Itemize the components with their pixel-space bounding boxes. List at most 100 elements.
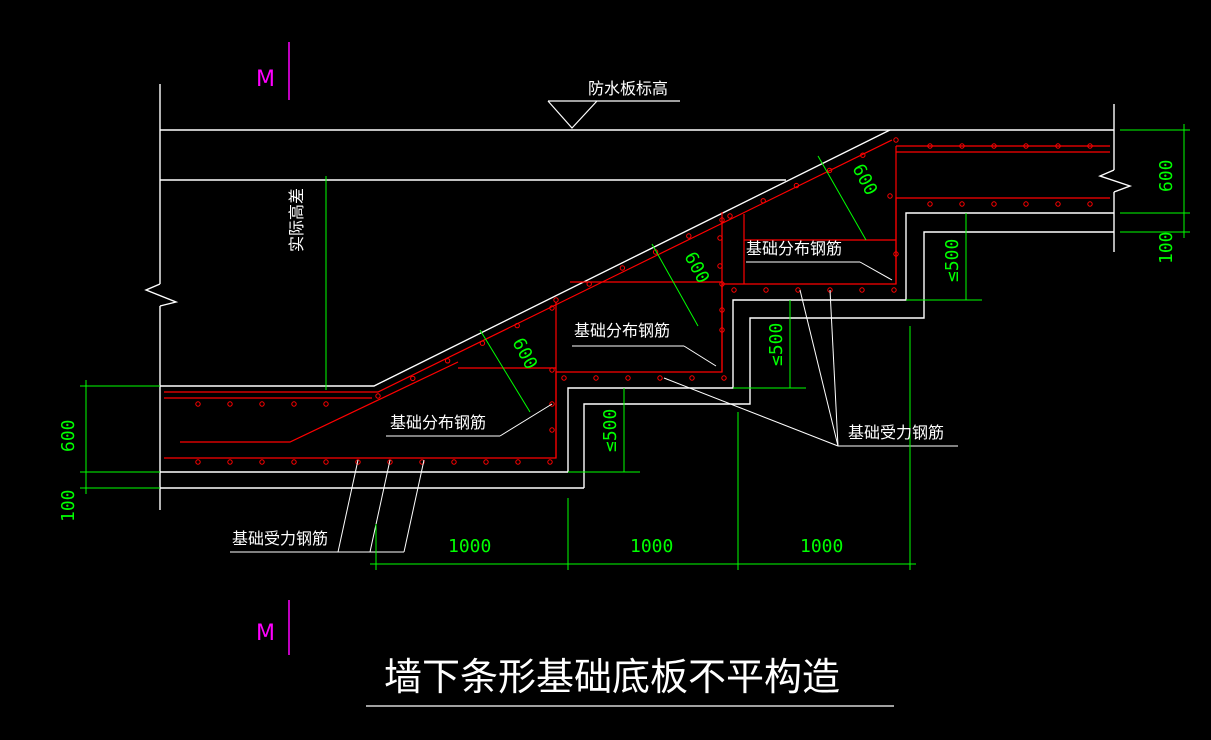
rebar-dot xyxy=(549,401,555,407)
concrete-outline xyxy=(144,84,1133,510)
label-distribution-rebar-1: 基础分布钢筋 xyxy=(390,413,486,432)
rebar-dot xyxy=(859,287,865,293)
dim-slope-600-b: 600 xyxy=(680,248,714,287)
rebar-dot xyxy=(549,305,555,311)
rebar-dot xyxy=(586,281,592,287)
rebar-dot xyxy=(259,459,265,465)
rebar-dot xyxy=(355,459,361,465)
rebar-dot xyxy=(549,427,555,433)
rebar-dot xyxy=(323,459,329,465)
label-distribution-rebar-2: 基础分布钢筋 xyxy=(574,321,670,340)
rebar-dot xyxy=(323,401,329,407)
rebar-dots xyxy=(195,137,1093,465)
rebar-dot xyxy=(717,235,723,241)
svg-text:墙下条形基础底板不平构造: 墙下条形基础底板不平构造 xyxy=(384,655,840,699)
rebar-dot xyxy=(1055,143,1061,149)
rebar-dot xyxy=(731,287,737,293)
rebar-dot xyxy=(763,287,769,293)
rebar-dot xyxy=(549,367,555,373)
rebar-dot xyxy=(291,401,297,407)
label-stressed-rebar-right: 基础受力钢筋 xyxy=(848,423,944,442)
rebar-dot xyxy=(891,287,897,293)
rebar-dot xyxy=(727,213,733,219)
rebar-dot xyxy=(719,217,725,223)
rebar-dot xyxy=(686,233,692,239)
rebar-dot xyxy=(593,375,599,381)
dim-span-2: 1000 xyxy=(630,536,673,557)
rebar-dot xyxy=(717,263,723,269)
rebar-dot xyxy=(959,143,965,149)
rebar-dot xyxy=(483,459,489,465)
rebar-dot xyxy=(259,401,265,407)
rebar-dot xyxy=(410,375,416,382)
rebar-dot xyxy=(991,143,997,149)
leader-lines xyxy=(230,261,958,553)
dim-slope-600-c: 600 xyxy=(848,160,882,199)
rebar-dot xyxy=(860,152,866,158)
svg-text:M: M xyxy=(256,67,275,92)
dim-step-500-b: ≤500 xyxy=(766,323,787,366)
rebar-dot xyxy=(553,297,559,303)
rebar-dot xyxy=(959,201,965,207)
rebar-dot xyxy=(719,307,725,313)
rebar-dot xyxy=(893,251,899,257)
rebar-dot xyxy=(227,459,233,465)
dimension-lines xyxy=(80,124,1190,570)
rebar-dot xyxy=(515,459,521,465)
rebar-dot xyxy=(760,198,766,204)
dim-right-600: 600 xyxy=(1156,159,1177,192)
svg-text:M: M xyxy=(256,621,275,646)
rebar-dot xyxy=(619,265,626,271)
rebar-dot xyxy=(451,459,457,465)
rebar-dot xyxy=(1087,201,1093,207)
height-difference-label: 实际高差 xyxy=(287,188,306,252)
rebar-dot xyxy=(795,287,801,293)
drawing-title: 墙下条形基础底板不平构造 xyxy=(366,655,894,707)
rebar-dot xyxy=(721,375,727,381)
rebar-dot xyxy=(547,459,553,465)
dim-step-500-a: ≤500 xyxy=(600,409,621,452)
rebar-dot xyxy=(793,182,800,189)
rebar-dot xyxy=(719,327,725,333)
waterproof-level-marker: 防水板标高 xyxy=(547,79,680,129)
rebar-dot xyxy=(479,340,486,346)
rebar-dot xyxy=(1023,201,1029,207)
label-distribution-rebar-3: 基础分布钢筋 xyxy=(746,239,842,258)
rebar-dot xyxy=(719,281,725,287)
rebar-dot xyxy=(387,459,393,465)
dim-left-100: 100 xyxy=(58,489,79,522)
dim-span-3: 1000 xyxy=(800,536,843,557)
rebar-dot xyxy=(195,459,201,465)
rebar-dot xyxy=(561,375,567,381)
rebar-dot xyxy=(291,459,297,465)
rebar-dot xyxy=(514,322,520,329)
rebar-dot xyxy=(1055,201,1061,207)
dim-span-1: 1000 xyxy=(448,536,491,557)
rebar-dot xyxy=(991,201,997,207)
rebar-dot xyxy=(444,358,451,364)
rebar-dot xyxy=(927,201,933,207)
rebar-dot xyxy=(375,393,381,399)
svg-text:防水板标高: 防水板标高 xyxy=(588,79,668,98)
rebar-dot xyxy=(893,137,899,143)
rebar-dot xyxy=(1023,143,1029,149)
rebar-dot xyxy=(1087,143,1093,149)
rebar-dot xyxy=(657,375,663,381)
rebar-dot xyxy=(419,459,425,465)
dim-slope-600-a: 600 xyxy=(508,334,542,373)
dim-step-500-c: ≤500 xyxy=(942,239,963,282)
rebar-dot xyxy=(227,401,233,407)
dim-right-100: 100 xyxy=(1156,231,1177,264)
section-mark-bottom: M xyxy=(256,600,290,655)
rebar-dot xyxy=(887,193,893,199)
rebar-dot xyxy=(195,401,201,407)
dim-left-600: 600 xyxy=(58,419,79,452)
section-mark-top: M xyxy=(256,42,290,100)
rebar-dot xyxy=(927,143,933,149)
rebar-dot xyxy=(826,167,833,174)
label-stressed-rebar-left: 基础受力钢筋 xyxy=(232,529,328,548)
rebar-dot xyxy=(625,375,631,381)
rebar-lines xyxy=(164,139,1110,459)
rebar-dot xyxy=(689,375,695,381)
